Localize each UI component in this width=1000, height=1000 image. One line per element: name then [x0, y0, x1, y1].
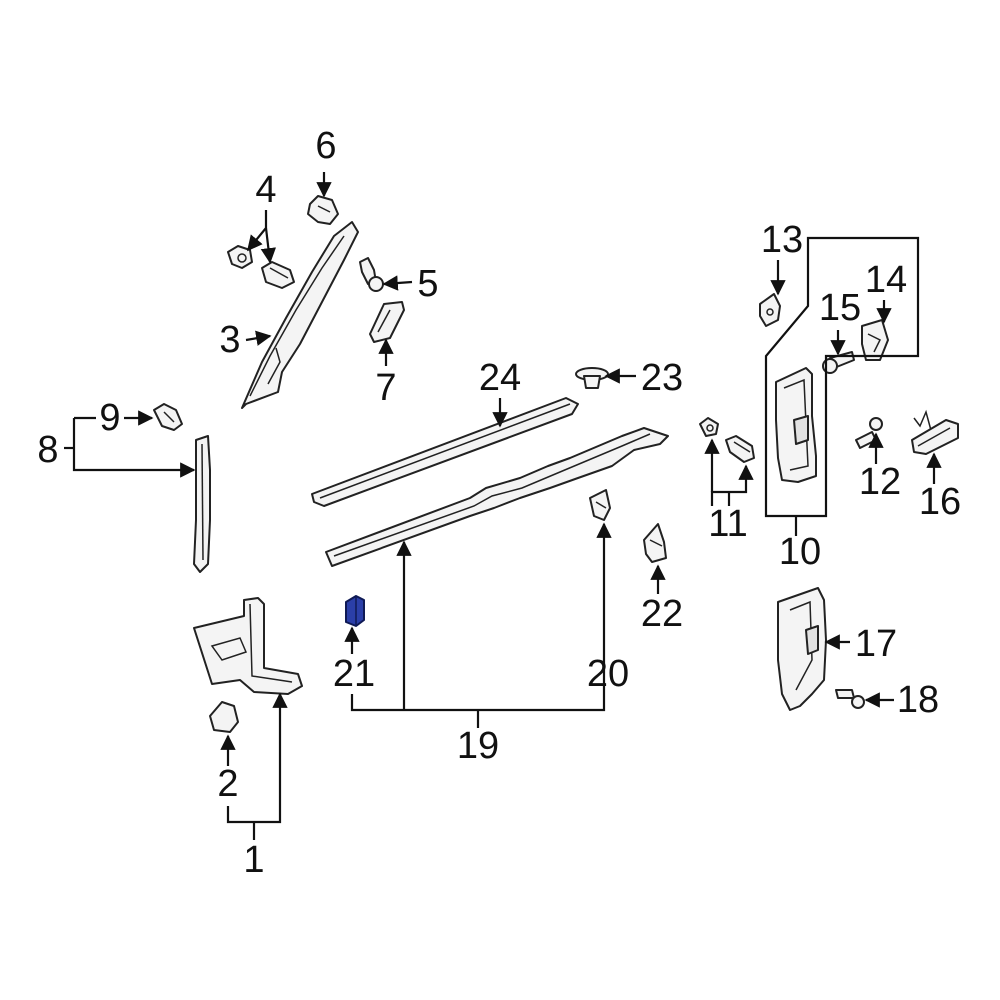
- callout-12: 12: [859, 461, 901, 503]
- callout-numbers: 1 2 3 4 5 6 7 8 9 10 11 12 13 14 15 16 1…: [37, 125, 961, 881]
- callout-7: 7: [375, 367, 396, 409]
- part-14-bracket[interactable]: [861, 319, 889, 361]
- callout-9: 9: [99, 397, 120, 439]
- callout-6: 6: [315, 125, 336, 167]
- callout-17: 17: [855, 623, 897, 665]
- callout-18: 18: [897, 679, 939, 721]
- part-7-cap[interactable]: [369, 301, 405, 343]
- part-21-clip-highlighted[interactable]: [345, 595, 365, 627]
- part-10-b-pillar-trim[interactable]: [775, 367, 817, 483]
- callout-1: 1: [243, 839, 264, 881]
- part-1-kick-panel[interactable]: [193, 597, 303, 695]
- callout-22: 22: [641, 593, 683, 635]
- part-23-push-pin[interactable]: [575, 367, 609, 389]
- callout-3: 3: [219, 319, 240, 361]
- callout-13: 13: [761, 219, 803, 261]
- part-11-clip-b[interactable]: [725, 435, 755, 463]
- part-12-screw[interactable]: [855, 417, 883, 449]
- callout-23: 23: [641, 357, 683, 399]
- part-2-clip[interactable]: [209, 701, 239, 733]
- callout-5: 5: [417, 263, 438, 305]
- part-22-bracket[interactable]: [643, 523, 667, 563]
- part-13-clip[interactable]: [759, 293, 781, 327]
- callout-20: 20: [587, 653, 629, 695]
- part-20-clip[interactable]: [589, 489, 611, 521]
- part-4-clip-b[interactable]: [261, 261, 295, 289]
- callout-2: 2: [217, 763, 238, 805]
- part-9-clip[interactable]: [153, 403, 183, 431]
- callout-16: 16: [919, 481, 961, 523]
- part-18-screw[interactable]: [835, 689, 865, 709]
- part-3-a-pillar-trim[interactable]: [241, 221, 359, 409]
- callout-24: 24: [479, 357, 521, 399]
- callout-11: 11: [708, 503, 747, 545]
- callout-8: 8: [37, 429, 58, 471]
- callout-21: 21: [333, 653, 375, 695]
- part-8-pillar-strip[interactable]: [193, 435, 211, 573]
- callout-10: 10: [779, 531, 821, 573]
- part-24-scuff-strip[interactable]: [311, 397, 579, 507]
- leader-lines: [64, 172, 942, 840]
- part-5-screw[interactable]: [359, 257, 384, 292]
- part-19-sill-plate[interactable]: [325, 427, 669, 567]
- part-6-bracket[interactable]: [307, 195, 339, 225]
- callout-4: 4: [255, 169, 276, 211]
- part-17-lower-pillar-trim[interactable]: [777, 587, 827, 711]
- callout-19: 19: [457, 725, 499, 767]
- part-4-clip-a[interactable]: [227, 245, 253, 269]
- part-11-clip-a[interactable]: [699, 417, 719, 437]
- callout-15: 15: [819, 287, 861, 329]
- callout-14: 14: [865, 259, 907, 301]
- part-16-handle[interactable]: [911, 409, 959, 455]
